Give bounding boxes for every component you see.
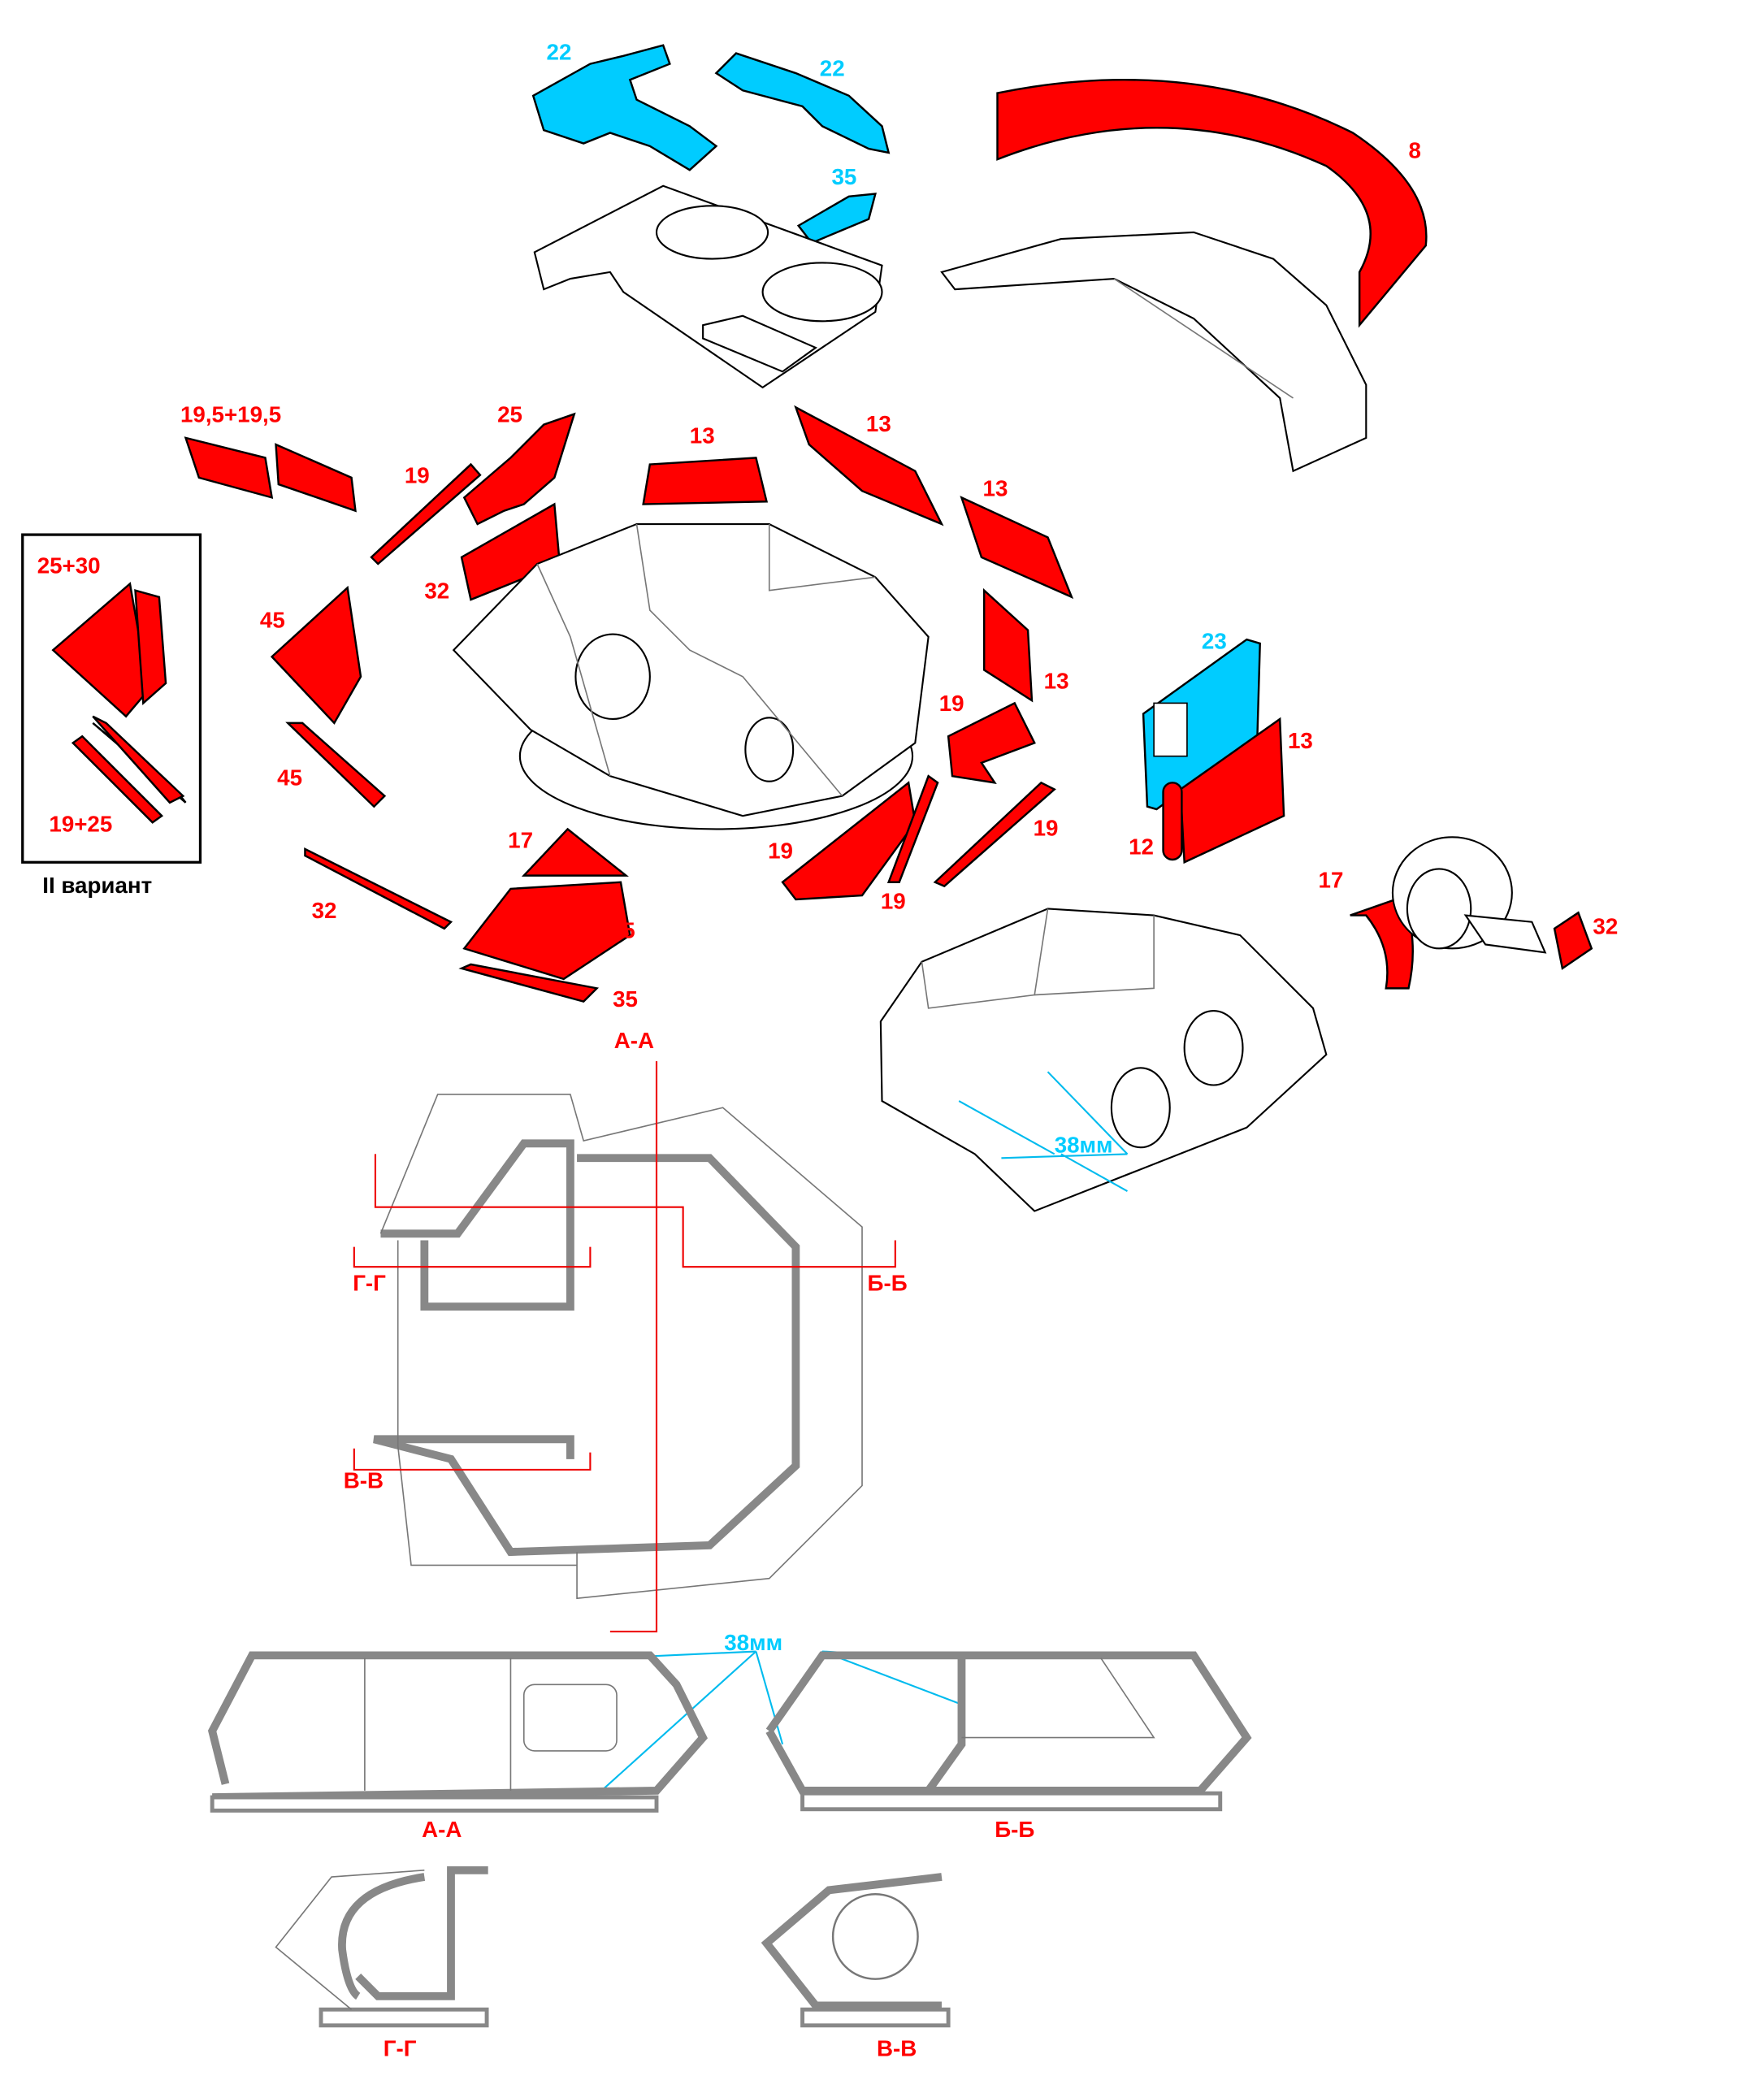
section-a-a bbox=[207, 1651, 708, 1813]
thickness-label: 45 bbox=[260, 607, 285, 632]
section-b-b bbox=[765, 1651, 1252, 1812]
thickness-label: 19 bbox=[1034, 816, 1059, 841]
turret-wireframe bbox=[452, 522, 930, 830]
part-22-left bbox=[531, 44, 718, 171]
thickness-label: 19+25 bbox=[49, 812, 112, 837]
thickness-label: 23 bbox=[1202, 628, 1227, 653]
section-label: Б-Б bbox=[868, 1271, 908, 1296]
section-label: В-В bbox=[344, 1468, 384, 1493]
thickness-label: 32 bbox=[1593, 913, 1618, 938]
thickness-label: 32 bbox=[312, 898, 337, 923]
red-plates bbox=[51, 405, 1074, 1003]
hatch-parts bbox=[1142, 638, 1285, 864]
variant-ii-caption: II вариант bbox=[42, 873, 152, 898]
section-label: А-А bbox=[422, 1817, 462, 1842]
section-v-v bbox=[761, 1873, 951, 2028]
thickness-label: 19 bbox=[881, 888, 906, 913]
variant-ii-box bbox=[21, 533, 202, 864]
thickness-label: 19 bbox=[405, 462, 430, 488]
section-label: В-В bbox=[877, 2035, 917, 2060]
hull-wireframe bbox=[879, 908, 1328, 1212]
dimension-label: 38мм bbox=[1055, 1133, 1113, 1158]
thickness-label: 25+30 bbox=[37, 552, 101, 578]
section-label: Г-Г bbox=[353, 1271, 386, 1296]
thickness-label: 35 bbox=[613, 986, 638, 1012]
thickness-label: 13 bbox=[1044, 668, 1069, 693]
thickness-label: 35 bbox=[831, 164, 856, 189]
section-label: А-А bbox=[614, 1028, 654, 1053]
labels: 22 22 35 8 19,5+19,5 25 13 13 13 19 32 25+30 45 45 19+… bbox=[37, 40, 1619, 2061]
thickness-label: 22 bbox=[820, 55, 845, 80]
thickness-label: 13 bbox=[866, 411, 891, 436]
plan-view bbox=[353, 1061, 896, 1633]
thickness-label: 12 bbox=[1129, 834, 1154, 859]
thickness-label: 19 bbox=[939, 691, 964, 716]
thickness-label: 32 bbox=[424, 578, 449, 603]
thickness-label: 17 bbox=[1319, 867, 1344, 892]
thickness-label: 19,5+19,5 bbox=[180, 401, 281, 427]
thickness-label: 25 bbox=[497, 401, 522, 427]
turret-ring-frame bbox=[940, 231, 1367, 473]
part-22-right bbox=[714, 52, 891, 154]
section-label: Б-Б bbox=[995, 1817, 1034, 1842]
section-g-g bbox=[275, 1866, 489, 2028]
thickness-label: 13 bbox=[983, 476, 1008, 501]
thickness-label: 13 bbox=[1288, 728, 1313, 753]
gun-parts bbox=[1350, 836, 1593, 990]
section-label: Г-Г bbox=[384, 2035, 417, 2060]
thickness-label: 19 bbox=[768, 838, 793, 863]
part-8-curved-band bbox=[996, 79, 1428, 328]
dimension-label: 38мм bbox=[724, 1630, 782, 1655]
thickness-label: 22 bbox=[547, 40, 572, 65]
floor-plate bbox=[533, 184, 883, 389]
part-35-cyan bbox=[796, 193, 877, 245]
thickness-label: 17 bbox=[508, 827, 533, 852]
thickness-label: 35 bbox=[610, 917, 635, 942]
thickness-label: 8 bbox=[1409, 138, 1421, 163]
thickness-label: 45 bbox=[277, 765, 302, 791]
thickness-label: 13 bbox=[690, 422, 715, 448]
